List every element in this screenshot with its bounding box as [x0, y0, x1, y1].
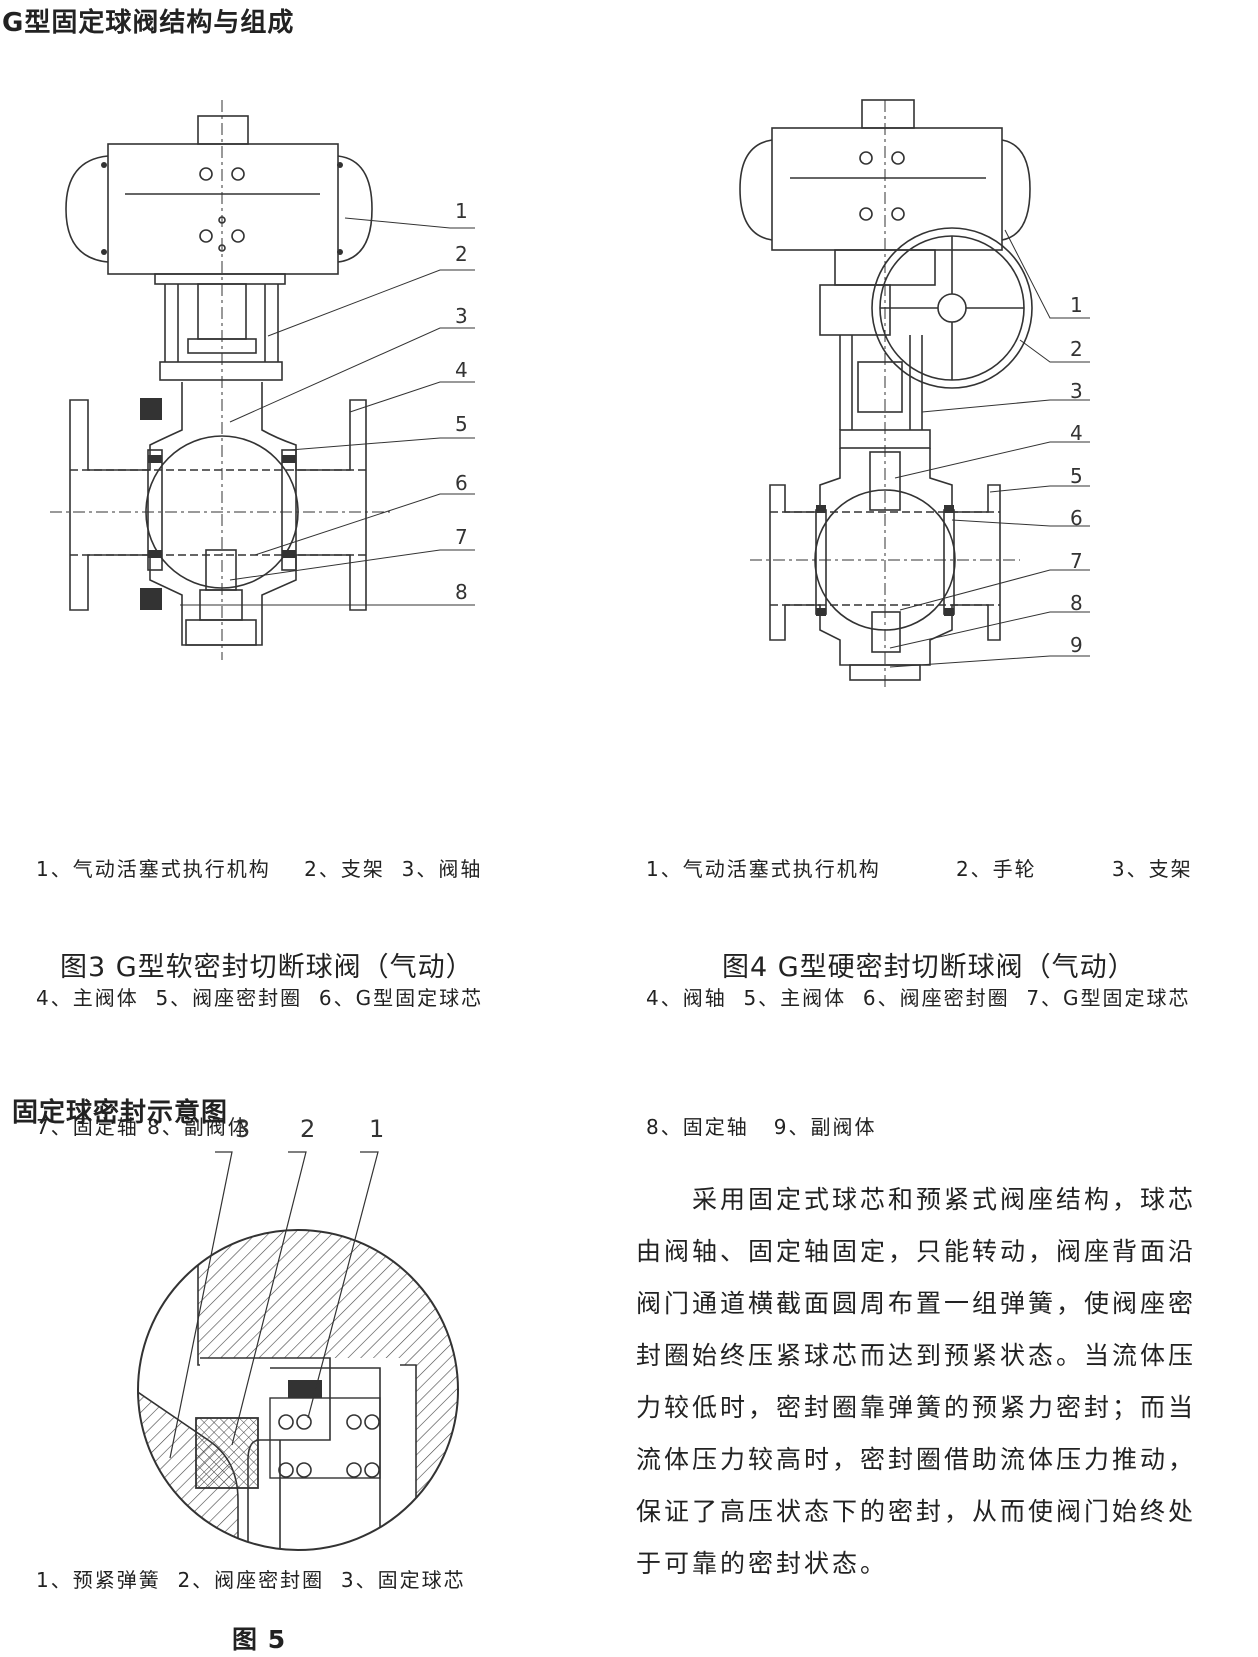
fig3-callout-3: 3	[455, 304, 468, 328]
fig4-callout-7: 7	[1070, 549, 1083, 573]
fig4-callout-5: 5	[1070, 464, 1083, 488]
fig5-caption: 图 5	[232, 1625, 287, 1654]
fig3-callouts: 1 2 3 4 5 6 7 8	[455, 199, 468, 604]
fig4-drawing: 1 2 3 4 5 6 7 8 9	[739, 99, 1090, 690]
fig3-callout-1: 1	[455, 199, 468, 223]
section-title-structure: G型固定球阀结构与组成	[2, 8, 295, 38]
fig4-actuator-body	[771, 127, 1003, 251]
paragraph-line: 于可靠的密封状态。	[636, 1549, 889, 1578]
fig5-callout-3: 3	[235, 1115, 250, 1143]
paragraph-line: 由阀轴、固定轴固定，只能转动，阀座背面沿	[636, 1237, 1197, 1266]
paragraph-line: 保证了高压状态下的密封，从而使阀门始终处	[636, 1497, 1197, 1526]
fig5-seal-ring	[195, 1417, 259, 1489]
fig4-handwheel	[871, 227, 1033, 389]
paragraph-line: 封圈始终压紧球芯而达到预紧状态。当流体压	[636, 1341, 1197, 1370]
fig4-callout-2: 2	[1070, 337, 1083, 361]
fig3-legend-line: 7、固定轴 8、副阀体	[36, 1115, 250, 1139]
fig5-legend: 1、预紧弹簧 2、阀座密封圈 3、固定球芯	[36, 1568, 466, 1592]
fig3-callout-4: 4	[455, 358, 468, 382]
paragraph-line: 流体压力较高时，密封圈借助流体压力推动，	[636, 1445, 1197, 1474]
fig3-legend: 1、气动活塞式执行机构 2、支架 3、阀轴 4、主阀体 5、阀座密封圈 6、G型…	[36, 762, 483, 1192]
fig4-legend: 1、气动活塞式执行机构 2、手轮 3、支架 4、阀轴 5、主阀体 6、阀座密封圈…	[646, 762, 1193, 1192]
fig5-callout-2: 2	[300, 1115, 315, 1143]
fig3-actuator-body	[107, 143, 339, 275]
fig3-callout-2: 2	[455, 242, 468, 266]
description-paragraph: 采用固定式球芯和预紧式阀座结构，球芯 由阀轴、固定轴固定，只能转动，阀座背面沿 …	[636, 1174, 1196, 1590]
fig3-callout-7: 7	[455, 525, 468, 549]
fig4-callout-4: 4	[1070, 421, 1083, 445]
fig3-caption: 图3 G型软密封切断球阀（气动）	[60, 952, 474, 983]
paragraph-line: 阀门通道横截面圆周布置一组弹簧，使阀座密	[636, 1289, 1197, 1318]
fig3-callout-5: 5	[455, 412, 468, 436]
paragraph-line: 力较低时，密封圈靠弹簧的预紧力密封；而当	[636, 1393, 1197, 1422]
fig4-legend-line: 8、固定轴 9、副阀体	[646, 1115, 877, 1139]
fig5-callout-1: 1	[369, 1115, 384, 1143]
fig4-callout-9: 9	[1070, 633, 1083, 657]
fig4-callout-1: 1	[1070, 293, 1083, 317]
fig3-callout-8: 8	[455, 580, 468, 604]
fig3-legend-line: 1、气动活塞式执行机构 2、支架 3、阀轴	[36, 857, 483, 881]
fig4-callout-8: 8	[1070, 591, 1083, 615]
fig4-callout-6: 6	[1070, 506, 1083, 530]
fig4-callouts: 1 2 3 4 5 6 7 8 9	[1070, 293, 1083, 657]
fig4-legend-line: 4、阀轴 5、主阀体 6、阀座密封圈 7、G型固定球芯	[646, 986, 1191, 1010]
fig3-callout-6: 6	[455, 471, 468, 495]
paragraph-line: 采用固定式球芯和预紧式阀座结构，球芯	[692, 1185, 1197, 1214]
fig3-drawing: 1 2 3 4 5 6 7 8	[50, 100, 475, 660]
fig3-legend-line: 4、主阀体 5、阀座密封圈 6、G型固定球芯	[36, 986, 484, 1010]
fig5-springs	[278, 1414, 380, 1478]
section-title-seal-diagram: 固定球密封示意图	[12, 1098, 229, 1128]
fig5-drawing: 3 2 1	[137, 1115, 459, 1551]
fig4-callout-3: 3	[1070, 379, 1083, 403]
fig4-caption: 图4 G型硬密封切断球阀（气动）	[722, 952, 1136, 983]
fig4-legend-line: 1、气动活塞式执行机构 2、手轮 3、支架	[646, 857, 1193, 881]
fig5-callouts: 3 2 1	[235, 1115, 384, 1143]
fig3-actuator-top	[197, 115, 249, 145]
